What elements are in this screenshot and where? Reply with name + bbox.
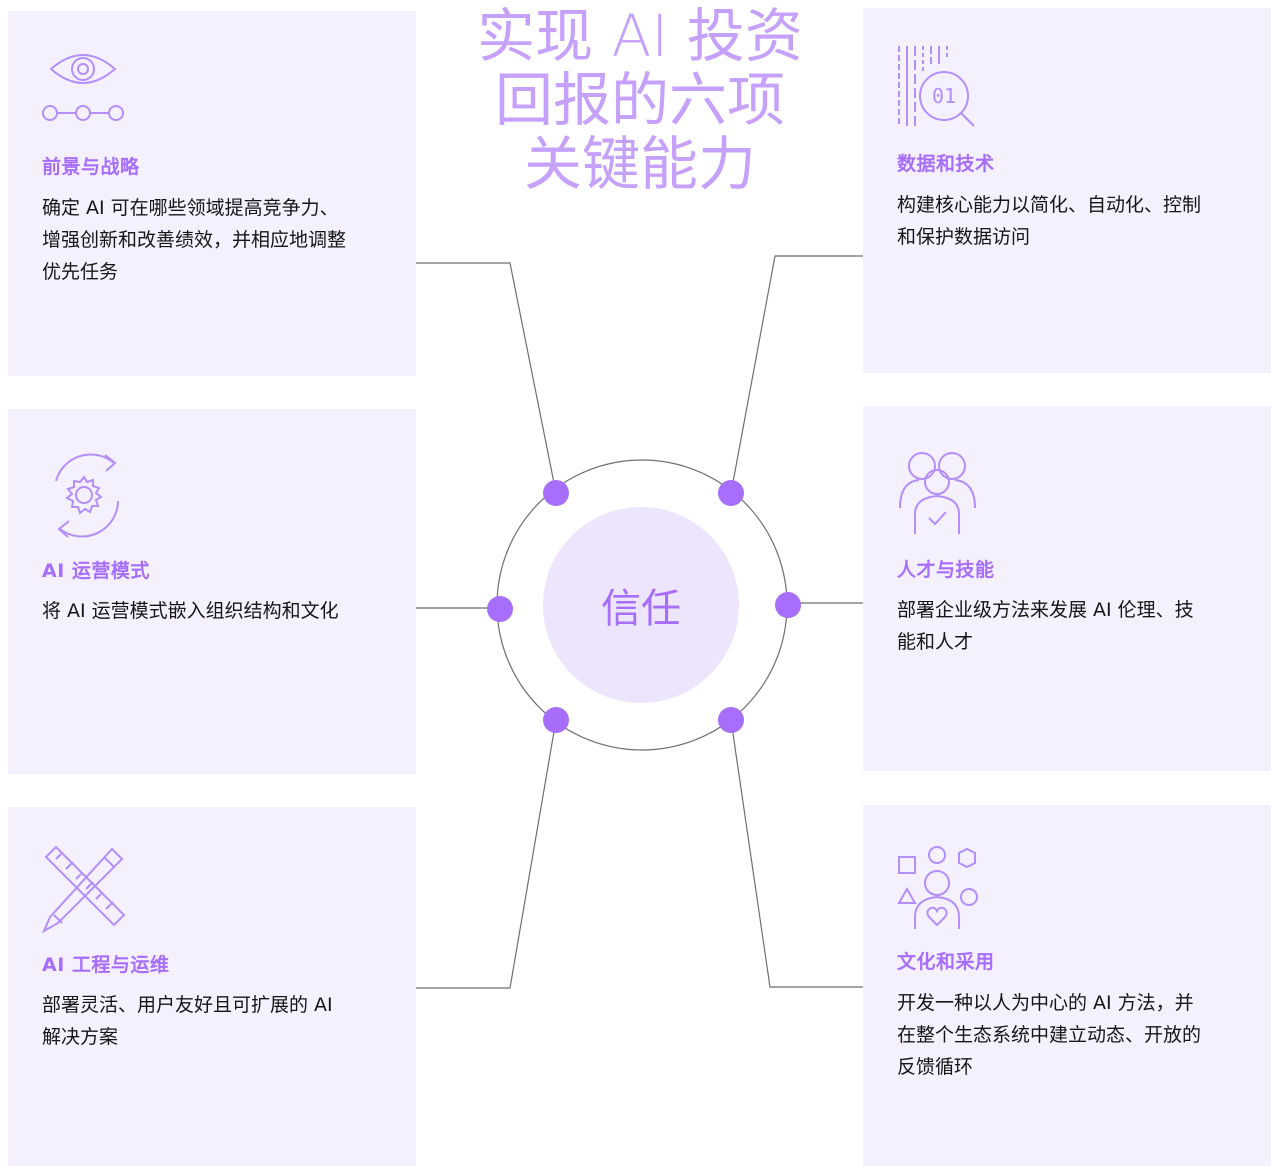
capability-title: AI 工程与运维 xyxy=(42,954,170,976)
capability-card-operating-model: AI 运营模式 将 AI 运营模式嵌入组织结构和文化 xyxy=(8,409,416,774)
node-talent xyxy=(775,592,801,618)
capability-card-engineering: AI 工程与运维 部署灵活、用户友好且可扩展的 AI 解决方案 xyxy=(8,807,416,1166)
trust-label: 信任 xyxy=(601,586,681,632)
data-search-icon: 01 xyxy=(897,42,987,132)
people-check-icon xyxy=(897,450,987,540)
capability-title: 数据和技术 xyxy=(897,153,995,175)
capability-card-strategy: 前景与战略 确定 AI 可在哪些领域提高竞争力、增强创新和改善绩效，并相应地调整… xyxy=(8,11,416,376)
capability-card-data-tech: 01 数据和技术 构建核心能力以简化、自动化、控制和保护数据访问 xyxy=(863,8,1271,373)
capability-description: 构建核心能力以简化、自动化、控制和保护数据访问 xyxy=(897,194,1202,248)
capability-title: 人才与技能 xyxy=(897,559,995,581)
svg-text:01: 01 xyxy=(932,84,956,108)
node-strategy xyxy=(543,480,569,506)
node-data-tech xyxy=(718,480,744,506)
capability-description: 将 AI 运营模式嵌入组织结构和文化 xyxy=(42,600,339,622)
capability-title: AI 运营模式 xyxy=(42,560,150,582)
capability-description: 确定 AI 可在哪些领域提高竞争力、增强创新和改善绩效，并相应地调整优先任务 xyxy=(42,197,347,283)
connector-line-strategy xyxy=(416,262,557,494)
people-shapes-icon xyxy=(897,845,987,935)
capability-description: 部署灵活、用户友好且可扩展的 AI 解决方案 xyxy=(42,994,333,1048)
connector-line-engineering xyxy=(416,719,557,989)
node-culture xyxy=(718,707,744,733)
page-title: 实现 AI 投资 回报的六项 关键能力 xyxy=(430,4,850,196)
pencil-ruler-icon xyxy=(41,845,132,935)
trust-center-circle: 信任 xyxy=(543,507,739,703)
capability-title: 前景与战略 xyxy=(42,156,140,178)
title-line-1: 实现 AI 投资 xyxy=(477,2,803,70)
capability-card-talent: 人才与技能 部署企业级方法来发展 AI 伦理、技能和人才 xyxy=(863,406,1271,771)
refresh-gear-icon xyxy=(42,451,132,541)
eye-timeline-icon xyxy=(42,41,132,131)
title-line-3: 关键能力 xyxy=(523,130,756,198)
node-operating-model xyxy=(487,596,513,622)
node-engineering xyxy=(543,707,569,733)
capability-description: 部署企业级方法来发展 AI 伦理、技能和人才 xyxy=(897,599,1194,653)
capability-description: 开发一种以人为中心的 AI 方法，并在整个生态系统中建立动态、开放的反馈循环 xyxy=(897,992,1202,1078)
capability-title: 文化和采用 xyxy=(897,951,995,973)
connector-line-culture xyxy=(730,719,863,988)
connector-line-data-tech xyxy=(730,255,863,494)
capability-card-culture: 文化和采用 开发一种以人为中心的 AI 方法，并在整个生态系统中建立动态、开放的… xyxy=(863,805,1271,1166)
title-line-2: 回报的六项 xyxy=(494,66,785,134)
